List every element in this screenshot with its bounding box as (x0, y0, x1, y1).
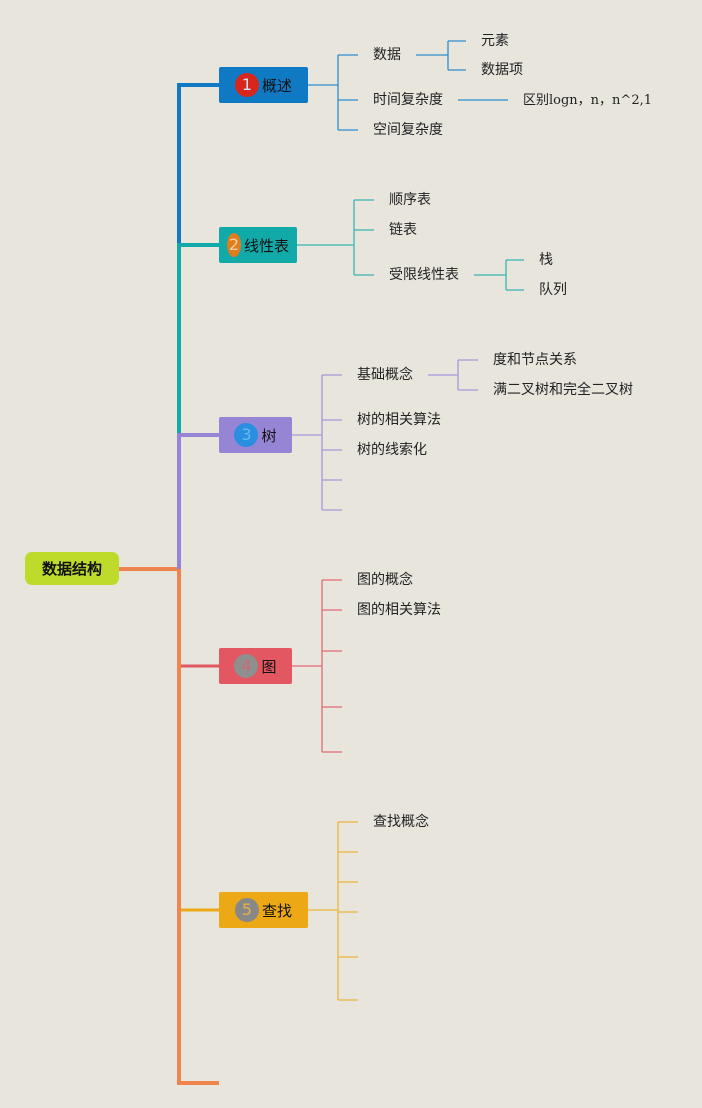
branch-node-search[interactable]: 5 查找 (219, 892, 308, 928)
node-graph-algorithms[interactable]: 图的相关算法 (357, 602, 441, 618)
number-2-icon: 2 (227, 233, 241, 257)
branch5-connectors (308, 821, 358, 1001)
root-node[interactable]: 数据结构 (25, 552, 119, 585)
trunk-line-branch1 (177, 83, 219, 569)
trunk-line-branch2 (177, 243, 219, 569)
branch-label: 查找 (261, 901, 292, 920)
trunk-line-tail (177, 569, 219, 1085)
node-degree-node-relation[interactable]: 度和节点关系 (493, 352, 577, 368)
node-element[interactable]: 元素 (481, 33, 509, 49)
number-3-icon: 3 (234, 423, 259, 447)
branch-label: 线性表 (243, 236, 289, 255)
branch-label: 概述 (261, 76, 292, 95)
number-1-icon: 1 (234, 73, 259, 97)
node-sequential-list[interactable]: 顺序表 (389, 192, 431, 208)
branch-label: 树 (261, 426, 277, 445)
node-stack[interactable]: 栈 (539, 252, 553, 268)
trunk-line-branch3 (177, 433, 219, 569)
node-data[interactable]: 数据 (373, 47, 401, 63)
branch-label: 图 (261, 657, 277, 676)
number-5-icon: 5 (234, 898, 259, 922)
branch2-connectors (297, 199, 524, 291)
node-linked-list[interactable]: 链表 (389, 222, 417, 238)
node-search-concept[interactable]: 查找概念 (373, 814, 429, 830)
trunk-line-branch4 (177, 569, 219, 668)
branch-node-overview[interactable]: 1 概述 (219, 67, 308, 103)
node-graph-concept[interactable]: 图的概念 (357, 572, 413, 588)
branch-node-linear-list[interactable]: 2 线性表 (219, 227, 297, 263)
node-space-complexity[interactable]: 空间复杂度 (373, 122, 443, 138)
node-full-complete-binary-tree[interactable]: 满二叉树和完全二叉树 (493, 382, 633, 398)
node-restricted-linear-list[interactable]: 受限线性表 (389, 267, 459, 283)
node-basic-concepts[interactable]: 基础概念 (357, 367, 413, 383)
trunk-line-branch5 (177, 569, 219, 912)
node-tree-threading[interactable]: 树的线索化 (357, 442, 427, 458)
branch4-connectors (292, 579, 342, 753)
node-time-complexity[interactable]: 时间复杂度 (373, 92, 443, 108)
branch1-connectors (308, 40, 508, 131)
node-data-item[interactable]: 数据项 (481, 62, 523, 78)
node-complexity-difference[interactable]: 区别logn，n，n^2,1 (523, 93, 652, 108)
node-queue[interactable]: 队列 (539, 282, 567, 298)
branch-node-graph[interactable]: 4 图 (219, 648, 292, 684)
branch3-connectors (292, 359, 478, 511)
branch-node-tree[interactable]: 3 树 (219, 417, 292, 453)
node-tree-algorithms[interactable]: 树的相关算法 (357, 412, 441, 428)
number-4-icon: 4 (234, 654, 259, 678)
